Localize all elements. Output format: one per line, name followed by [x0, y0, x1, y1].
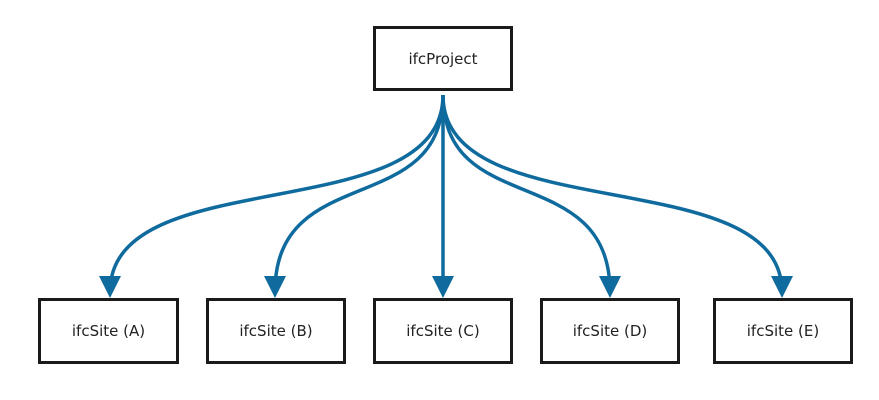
node-ifcsite-d[interactable]: ifcSite (D) — [540, 298, 680, 364]
arrowhead-site-b — [264, 276, 286, 298]
edge-project-site-d — [441, 94, 612, 293]
arrowhead-site-e — [771, 276, 793, 298]
node-ifcsite-e[interactable]: ifcSite (E) — [713, 298, 853, 364]
node-ifcproject[interactable]: ifcProject — [373, 26, 513, 91]
arrowhead-site-d — [599, 276, 621, 298]
edge-project-site-b — [273, 94, 445, 293]
node-label: ifcProject — [408, 49, 478, 68]
node-ifcsite-a[interactable]: ifcSite (A) — [38, 298, 179, 364]
node-ifcsite-b[interactable]: ifcSite (B) — [206, 298, 346, 364]
arrowhead-site-a — [99, 276, 121, 298]
node-label: ifcSite (C) — [406, 322, 480, 340]
node-ifcsite-c[interactable]: ifcSite (C) — [373, 298, 513, 364]
edge-project-site-a — [108, 94, 445, 293]
edge-project-site-e — [441, 94, 784, 293]
node-label: ifcSite (A) — [71, 322, 146, 340]
node-label: ifcSite (D) — [572, 322, 648, 340]
node-label: ifcSite (E) — [746, 322, 820, 340]
node-label: ifcSite (B) — [239, 322, 313, 340]
arrowhead-site-c — [432, 276, 454, 298]
